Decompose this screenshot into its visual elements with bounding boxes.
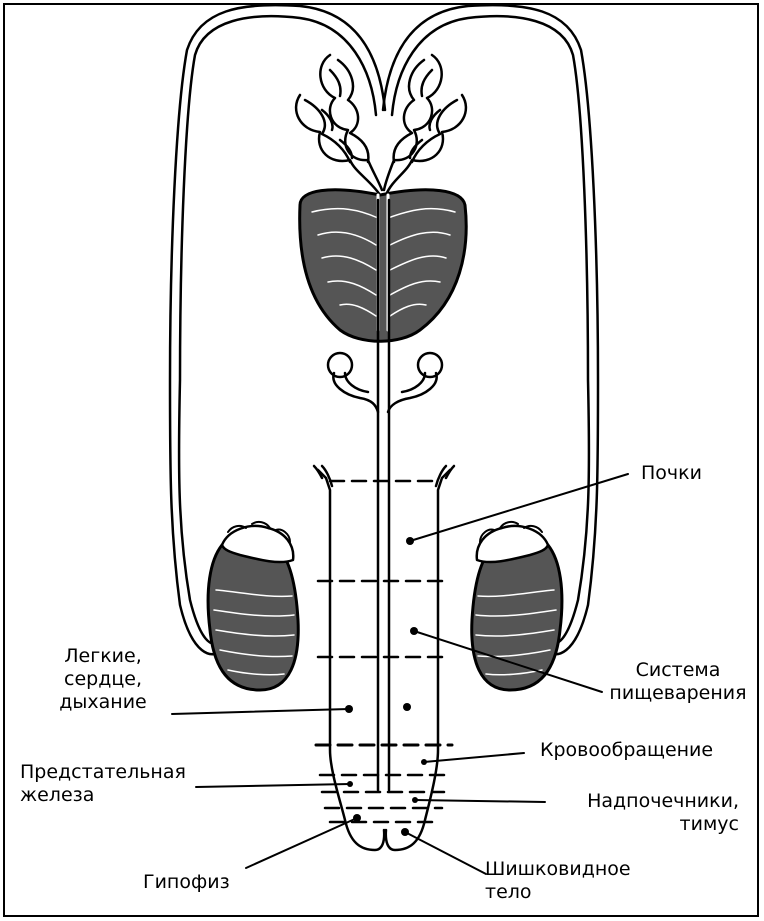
label-kidneys: Почки <box>641 462 702 485</box>
label-circulation: Кровообращение <box>540 739 713 762</box>
label-adrenals-line-1: Надпочечники, <box>555 790 739 813</box>
zone-divisions <box>316 481 452 822</box>
bulbourethral-glands <box>328 353 442 412</box>
label-digestive: Система пищеварения <box>602 659 754 705</box>
label-pineal-line-1: Шишковидное <box>485 858 631 881</box>
label-lungs-line-2: сердце, <box>45 668 161 691</box>
left-seminal-vesicle <box>296 55 382 195</box>
label-lungs-line-3: дыхание <box>45 691 161 714</box>
label-pineal-line-2: тело <box>485 881 631 904</box>
label-prostate-line-2: железа <box>20 784 186 807</box>
leader-adrenals <box>415 800 545 802</box>
label-digestive-line-1: Система <box>602 659 754 682</box>
label-digestive-line-2: пищеварения <box>602 682 754 705</box>
leader-lungs <box>172 709 349 714</box>
label-adrenals: Надпочечники, тимус <box>555 790 739 836</box>
label-lungs: Легкие, сердце, дыхание <box>45 645 161 714</box>
label-prostate: Предстательная железа <box>20 761 186 807</box>
label-adrenals-line-2: тимус <box>555 813 739 836</box>
leader-pineal <box>405 832 486 874</box>
label-prostate-line-1: Предстательная <box>20 761 186 784</box>
right-seminal-vesicle <box>384 55 466 195</box>
dot-lungs-right <box>403 703 411 711</box>
label-pituitary: Гипофиз <box>143 871 230 894</box>
label-pineal: Шишковидное тело <box>485 858 631 904</box>
label-lungs-line-1: Легкие, <box>45 645 161 668</box>
left-testis <box>208 522 298 690</box>
leader-pituitary <box>246 818 357 868</box>
leader-prostate <box>196 784 350 787</box>
prostate-gland <box>300 190 466 341</box>
